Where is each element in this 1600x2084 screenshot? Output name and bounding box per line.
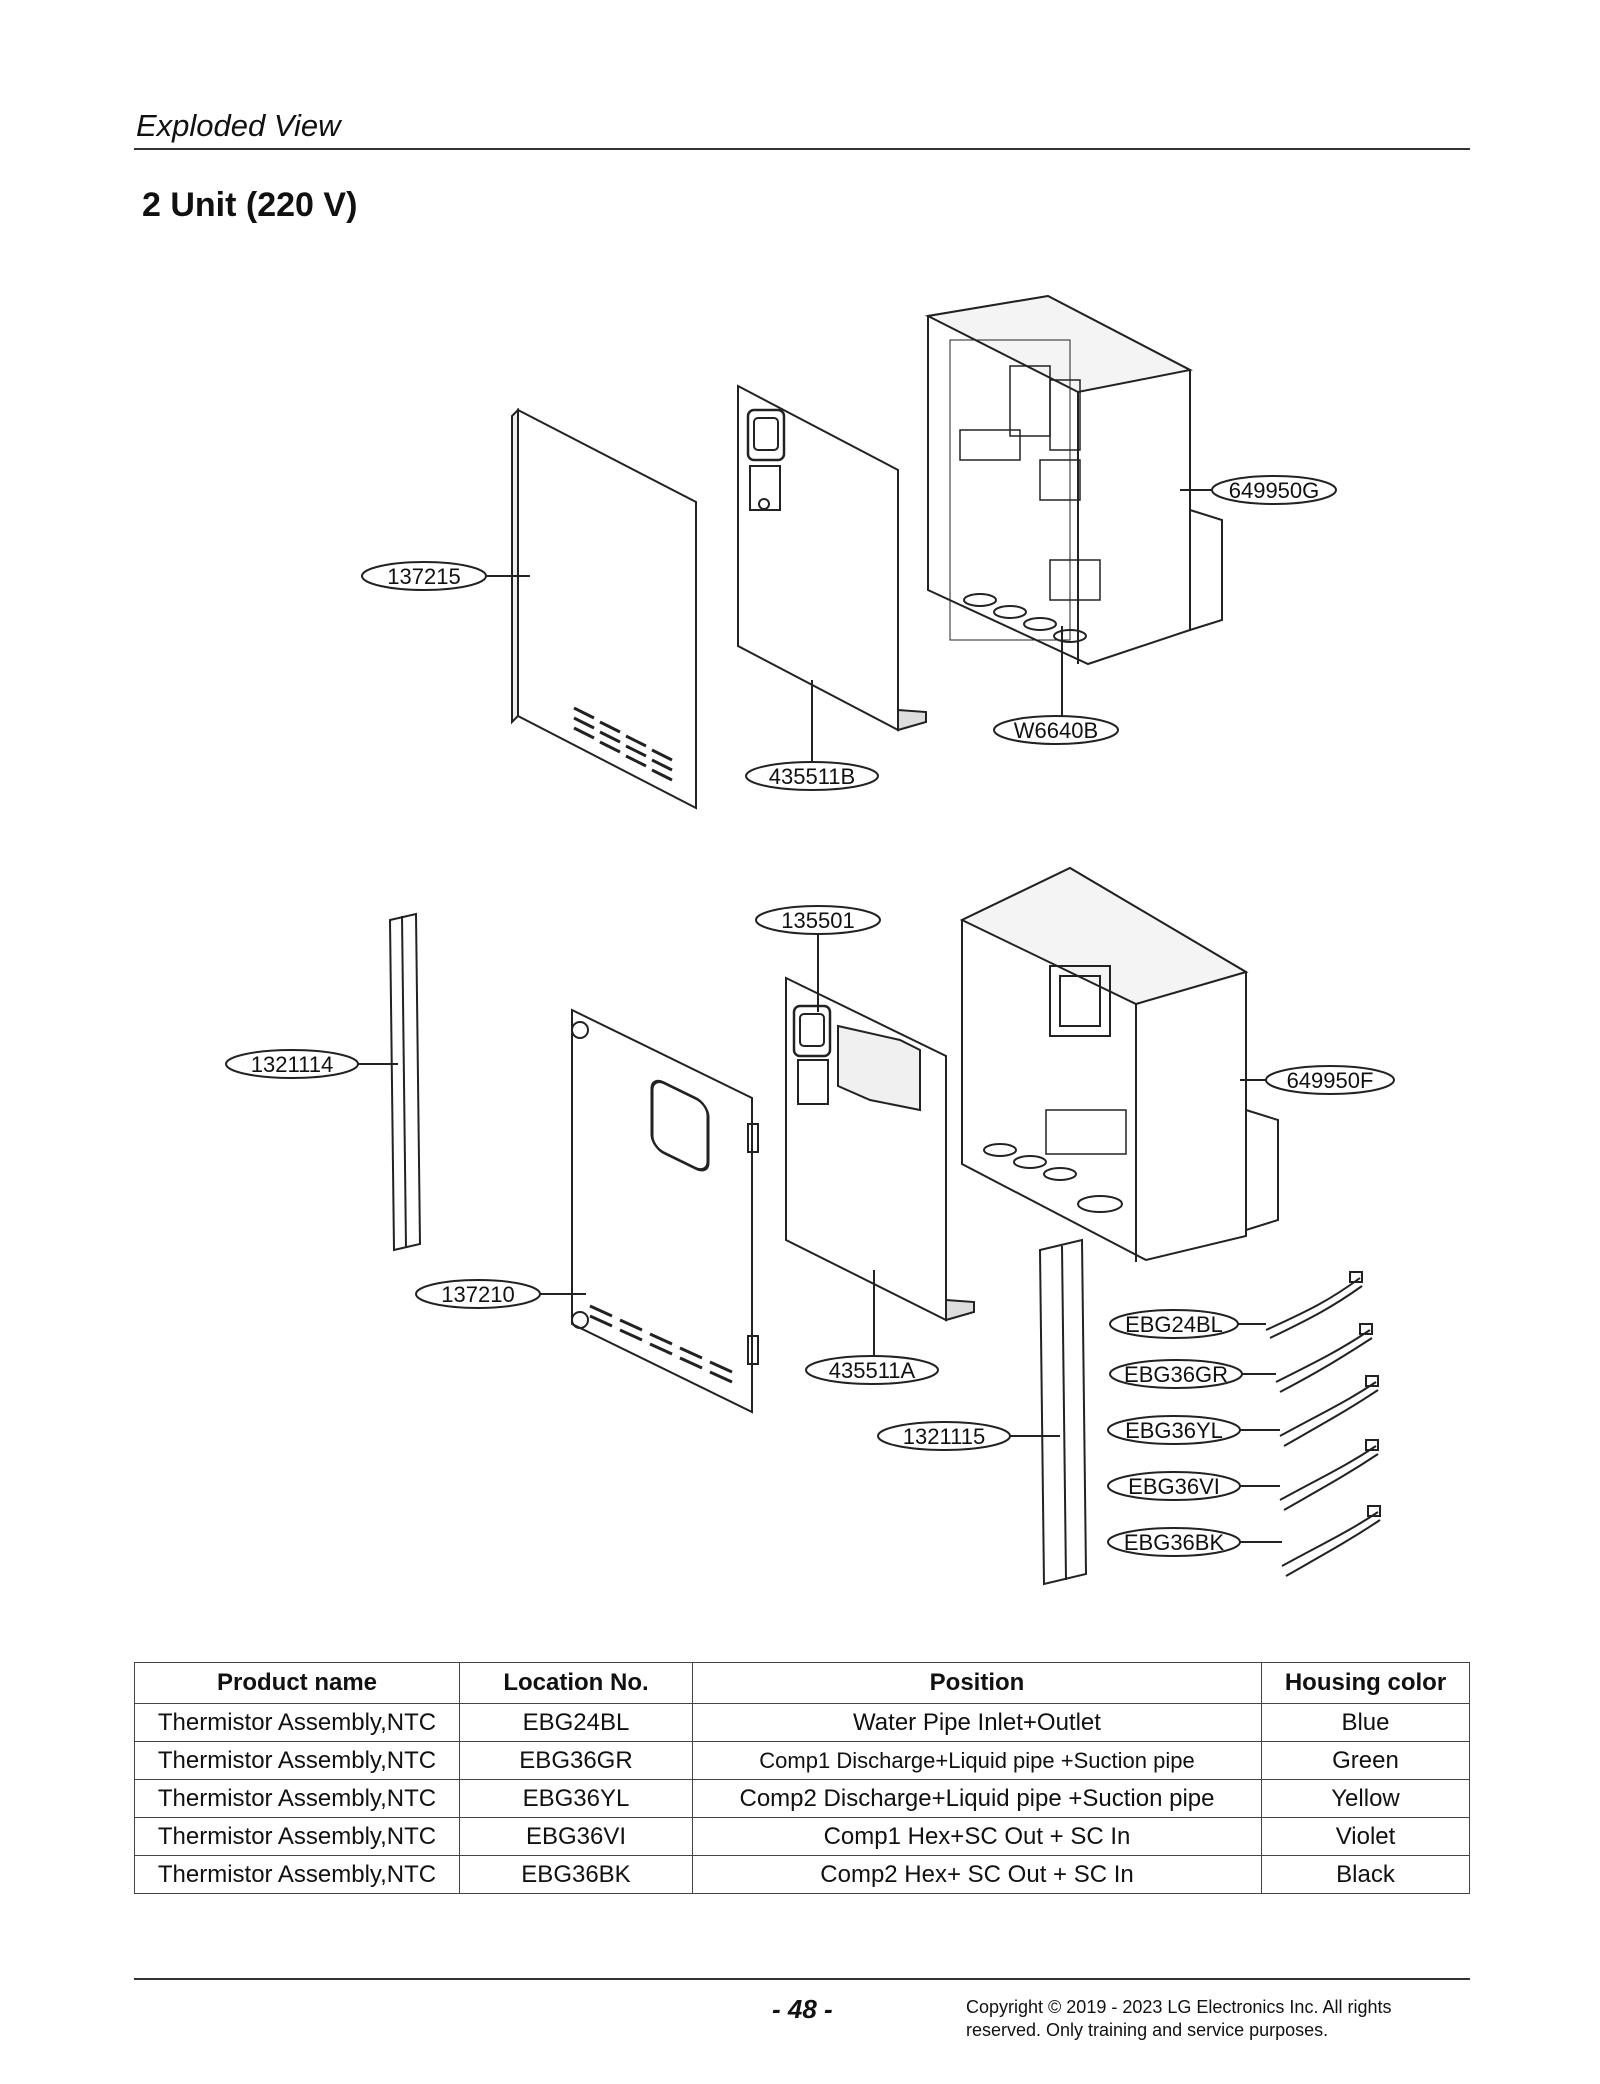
cell-location-no: EBG24BL <box>459 1703 693 1742</box>
svg-text:435511B: 435511B <box>769 764 855 789</box>
thermistor-EBG36YL <box>1279 1375 1379 1447</box>
callout-EBG24BL: EBG24BL <box>1109 1309 1266 1339</box>
thermistor-EBG36GR <box>1275 1323 1373 1393</box>
callout-435511B: 435511B <box>745 680 879 791</box>
cell-product-name: Thermistor Assembly,NTC <box>134 1855 460 1894</box>
exploded-view-diagram: 649950G 137215 435511B W6640B <box>225 294 1395 1586</box>
cell-location-no: EBG36BK <box>459 1855 693 1894</box>
svg-text:1321115: 1321115 <box>903 1424 985 1449</box>
callout-137210: 137210 <box>415 1279 586 1309</box>
table-row: Thermistor Assembly,NTC EBG36YL Comp2 Di… <box>134 1779 1470 1818</box>
callout-135501: 135501 <box>755 905 881 1012</box>
cell-product-name: Thermistor Assembly,NTC <box>134 1779 460 1818</box>
page-number: - 48 - <box>772 1994 833 2024</box>
cell-location-no: EBG36VI <box>459 1817 693 1856</box>
thermistor-harness-group <box>1265 1271 1381 1577</box>
column-header-position: Position <box>692 1662 1262 1704</box>
svg-text:W6640B: W6640B <box>1014 718 1098 743</box>
callout-W6640B: W6640B <box>993 626 1119 745</box>
svg-text:EBG36YL: EBG36YL <box>1125 1418 1223 1443</box>
table-row: Thermistor Assembly,NTC EBG24BL Water Pi… <box>134 1703 1470 1742</box>
svg-text:435511A: 435511A <box>829 1358 916 1383</box>
svg-text:137210: 137210 <box>441 1282 514 1307</box>
cell-product-name: Thermistor Assembly,NTC <box>134 1703 460 1742</box>
side-bracket-1321114 <box>388 912 422 1252</box>
thermistor-EBG24BL <box>1265 1271 1363 1339</box>
column-header-location-no: Location No. <box>459 1662 693 1704</box>
cell-position: Comp2 Discharge+Liquid pipe +Suction pip… <box>692 1779 1262 1818</box>
svg-text:135501: 135501 <box>781 908 854 933</box>
header-rule <box>134 148 1470 150</box>
front-door-137210 <box>571 1008 759 1414</box>
cell-housing-color: Black <box>1261 1855 1470 1894</box>
section-title: Exploded View <box>136 108 341 143</box>
chassis-box-649950F <box>959 866 1279 1262</box>
svg-text:EBG36GR: EBG36GR <box>1124 1362 1228 1387</box>
cell-position: Comp1 Discharge+Liquid pipe +Suction pip… <box>692 1741 1262 1780</box>
inner-panel-435511A <box>785 976 975 1322</box>
side-bracket-1321115 <box>1038 1238 1088 1586</box>
svg-text:649950F: 649950F <box>1287 1068 1374 1093</box>
cell-housing-color: Violet <box>1261 1817 1470 1856</box>
cell-product-name: Thermistor Assembly,NTC <box>134 1817 460 1856</box>
parts-table: Product name Location No. Position Housi… <box>134 1662 1470 1894</box>
callout-1321114: 1321114 <box>225 1049 398 1079</box>
cell-position: Comp1 Hex+SC Out + SC In <box>692 1817 1262 1856</box>
cell-location-no: EBG36YL <box>459 1779 693 1818</box>
cell-location-no: EBG36GR <box>459 1741 693 1780</box>
chassis-box-649950G <box>924 294 1223 666</box>
cell-position: Water Pipe Inlet+Outlet <box>692 1703 1262 1742</box>
svg-text:1321114: 1321114 <box>251 1052 333 1077</box>
thermistor-EBG36VI <box>1279 1439 1379 1511</box>
callout-649950G: 649950G <box>1180 475 1337 505</box>
svg-text:EBG36VI: EBG36VI <box>1128 1474 1220 1499</box>
callout-EBG36YL: EBG36YL <box>1107 1415 1280 1445</box>
callout-137215: 137215 <box>361 561 530 591</box>
page-heading: 2 Unit (220 V) <box>142 186 358 224</box>
callout-435511A: 435511A <box>805 1270 939 1385</box>
svg-text:EBG36BK: EBG36BK <box>1124 1530 1225 1555</box>
callout-649950F: 649950F <box>1240 1065 1395 1095</box>
cell-product-name: Thermistor Assembly,NTC <box>134 1741 460 1780</box>
inner-panel-435511B <box>737 384 927 732</box>
svg-text:137215: 137215 <box>387 564 460 589</box>
thermistor-EBG36BK <box>1281 1505 1381 1577</box>
table-row: Thermistor Assembly,NTC EBG36BK Comp2 He… <box>134 1855 1470 1894</box>
callout-EBG36BK: EBG36BK <box>1107 1527 1282 1557</box>
column-header-product-name: Product name <box>134 1662 460 1704</box>
cell-position: Comp2 Hex+ SC Out + SC In <box>692 1855 1262 1894</box>
table-row: Thermistor Assembly,NTC EBG36GR Comp1 Di… <box>134 1741 1470 1780</box>
cell-housing-color: Blue <box>1261 1703 1470 1742</box>
cell-housing-color: Yellow <box>1261 1779 1470 1818</box>
table-header-row: Product name Location No. Position Housi… <box>134 1662 1470 1704</box>
table-row: Thermistor Assembly,NTC EBG36VI Comp1 He… <box>134 1817 1470 1856</box>
front-cover-panel-137215 <box>511 407 697 810</box>
cover-135501 <box>837 1024 921 1112</box>
copyright-notice: Copyright © 2019 - 2023 LG Electronics I… <box>966 1997 1392 2040</box>
svg-text:EBG24BL: EBG24BL <box>1125 1312 1223 1337</box>
column-header-housing-color: Housing color <box>1261 1662 1470 1704</box>
footer-rule <box>134 1978 1470 1980</box>
cell-housing-color: Green <box>1261 1741 1470 1780</box>
callout-1321115: 1321115 <box>877 1421 1060 1451</box>
callout-EBG36VI: EBG36VI <box>1107 1471 1280 1501</box>
svg-text:649950G: 649950G <box>1229 478 1320 503</box>
callout-EBG36GR: EBG36GR <box>1109 1359 1276 1389</box>
